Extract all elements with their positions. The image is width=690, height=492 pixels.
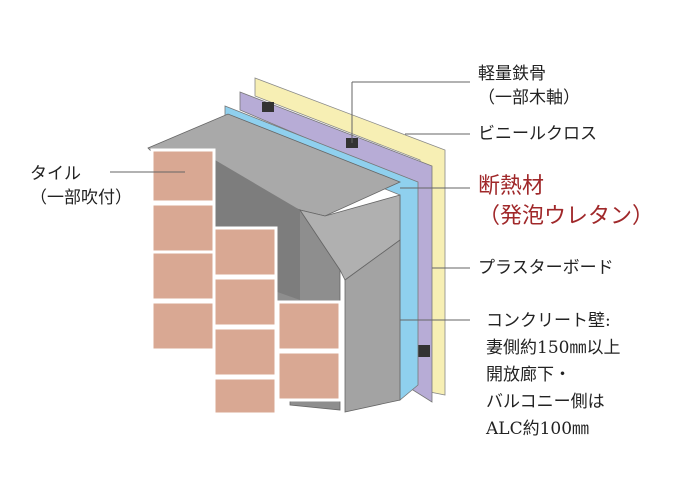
label-tile: タイル （一部吹付） xyxy=(30,162,132,210)
label-line: 妻側約150㎜以上 xyxy=(486,338,621,358)
label-steel-frame: 軽量鉄骨 （一部木軸） xyxy=(478,62,580,110)
label-plaster-board: プラスターボード xyxy=(478,258,614,278)
steel-stud xyxy=(418,345,430,357)
label-line: バルコニー側は xyxy=(486,392,605,412)
label-line: （一部吹付） xyxy=(30,188,132,208)
label-line: コンクリート壁: xyxy=(486,311,611,331)
label-line: ALC約100㎜ xyxy=(486,419,590,439)
label-line: 断熱材 xyxy=(478,174,545,199)
tiles xyxy=(150,148,342,416)
label-insulation: 断熱材 （発泡ウレタン） xyxy=(478,172,654,232)
label-line: 開放廊下・ xyxy=(486,365,571,385)
leader-lines xyxy=(110,81,470,321)
steel-stud xyxy=(262,102,274,112)
label-line: タイル xyxy=(30,164,81,184)
label-line: （一部木軸） xyxy=(478,88,580,108)
label-concrete: コンクリート壁: 妻側約150㎜以上 開放廊下・ バルコニー側は ALC約100… xyxy=(486,308,620,443)
label-line: 軽量鉄骨 xyxy=(478,64,546,84)
label-vinyl-cloth: ビニールクロス xyxy=(478,124,597,144)
label-line: （発泡ウレタン） xyxy=(478,204,655,229)
concrete-side-face xyxy=(344,239,401,413)
